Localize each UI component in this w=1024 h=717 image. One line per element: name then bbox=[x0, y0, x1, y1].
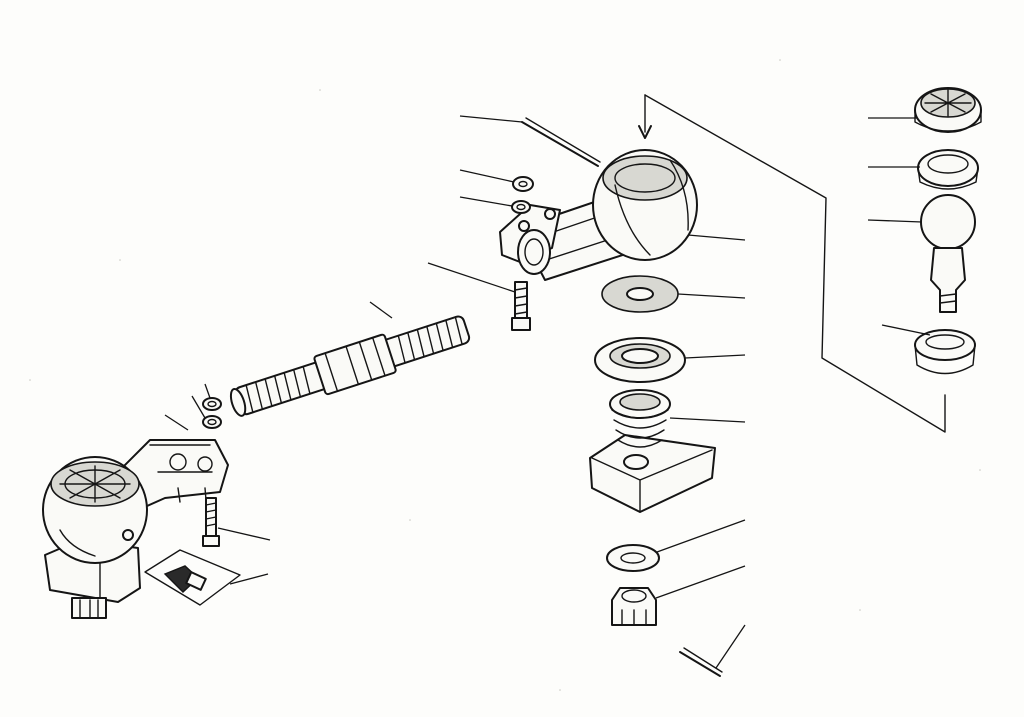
bushing-ring bbox=[917, 149, 979, 190]
adjusting-tube bbox=[229, 315, 471, 417]
tie-rod-end-right bbox=[499, 149, 698, 281]
callout-21 bbox=[881, 324, 931, 336]
clamp-bolt-left bbox=[202, 497, 220, 547]
mount-block bbox=[589, 434, 716, 513]
callout-17 bbox=[715, 624, 746, 669]
callout-leaders bbox=[164, 115, 931, 669]
callout-7 bbox=[191, 395, 206, 419]
grease-nipple bbox=[144, 549, 241, 606]
cotter-pin-top bbox=[521, 117, 601, 167]
dust-cap bbox=[594, 337, 686, 383]
callout-4 bbox=[427, 262, 516, 293]
callout-16 bbox=[655, 565, 746, 599]
callout-20 bbox=[867, 219, 923, 223]
washer bbox=[606, 544, 660, 572]
callout-2 bbox=[459, 169, 515, 183]
callout-9 bbox=[217, 527, 271, 541]
explode-bracket bbox=[638, 94, 946, 433]
callout-8 bbox=[164, 414, 189, 431]
callout-5 bbox=[369, 301, 393, 319]
callout-3 bbox=[459, 196, 513, 207]
felt-seal bbox=[601, 275, 679, 313]
clamp-nut-right bbox=[512, 176, 534, 192]
callout-1 bbox=[459, 115, 523, 123]
paper-texture bbox=[29, 59, 981, 691]
ball-seat-upper bbox=[914, 87, 982, 133]
castle-nut bbox=[611, 587, 657, 626]
callout-6 bbox=[204, 383, 211, 399]
callout-10 bbox=[229, 573, 269, 585]
clamp-washer-right bbox=[511, 200, 531, 214]
callout-13 bbox=[684, 354, 746, 359]
callout-15 bbox=[656, 519, 746, 553]
ball-seat-lower bbox=[914, 329, 976, 375]
spring bbox=[609, 389, 671, 448]
tie-rod-end-left bbox=[42, 439, 229, 619]
callout-11 bbox=[687, 234, 746, 241]
cotter-pin-bottom bbox=[679, 647, 723, 677]
clamp-bolt-right bbox=[511, 281, 531, 331]
callout-14 bbox=[669, 417, 746, 423]
ball-stud bbox=[920, 194, 976, 313]
clamp-nut-left bbox=[202, 397, 222, 429]
callout-12 bbox=[677, 293, 746, 299]
